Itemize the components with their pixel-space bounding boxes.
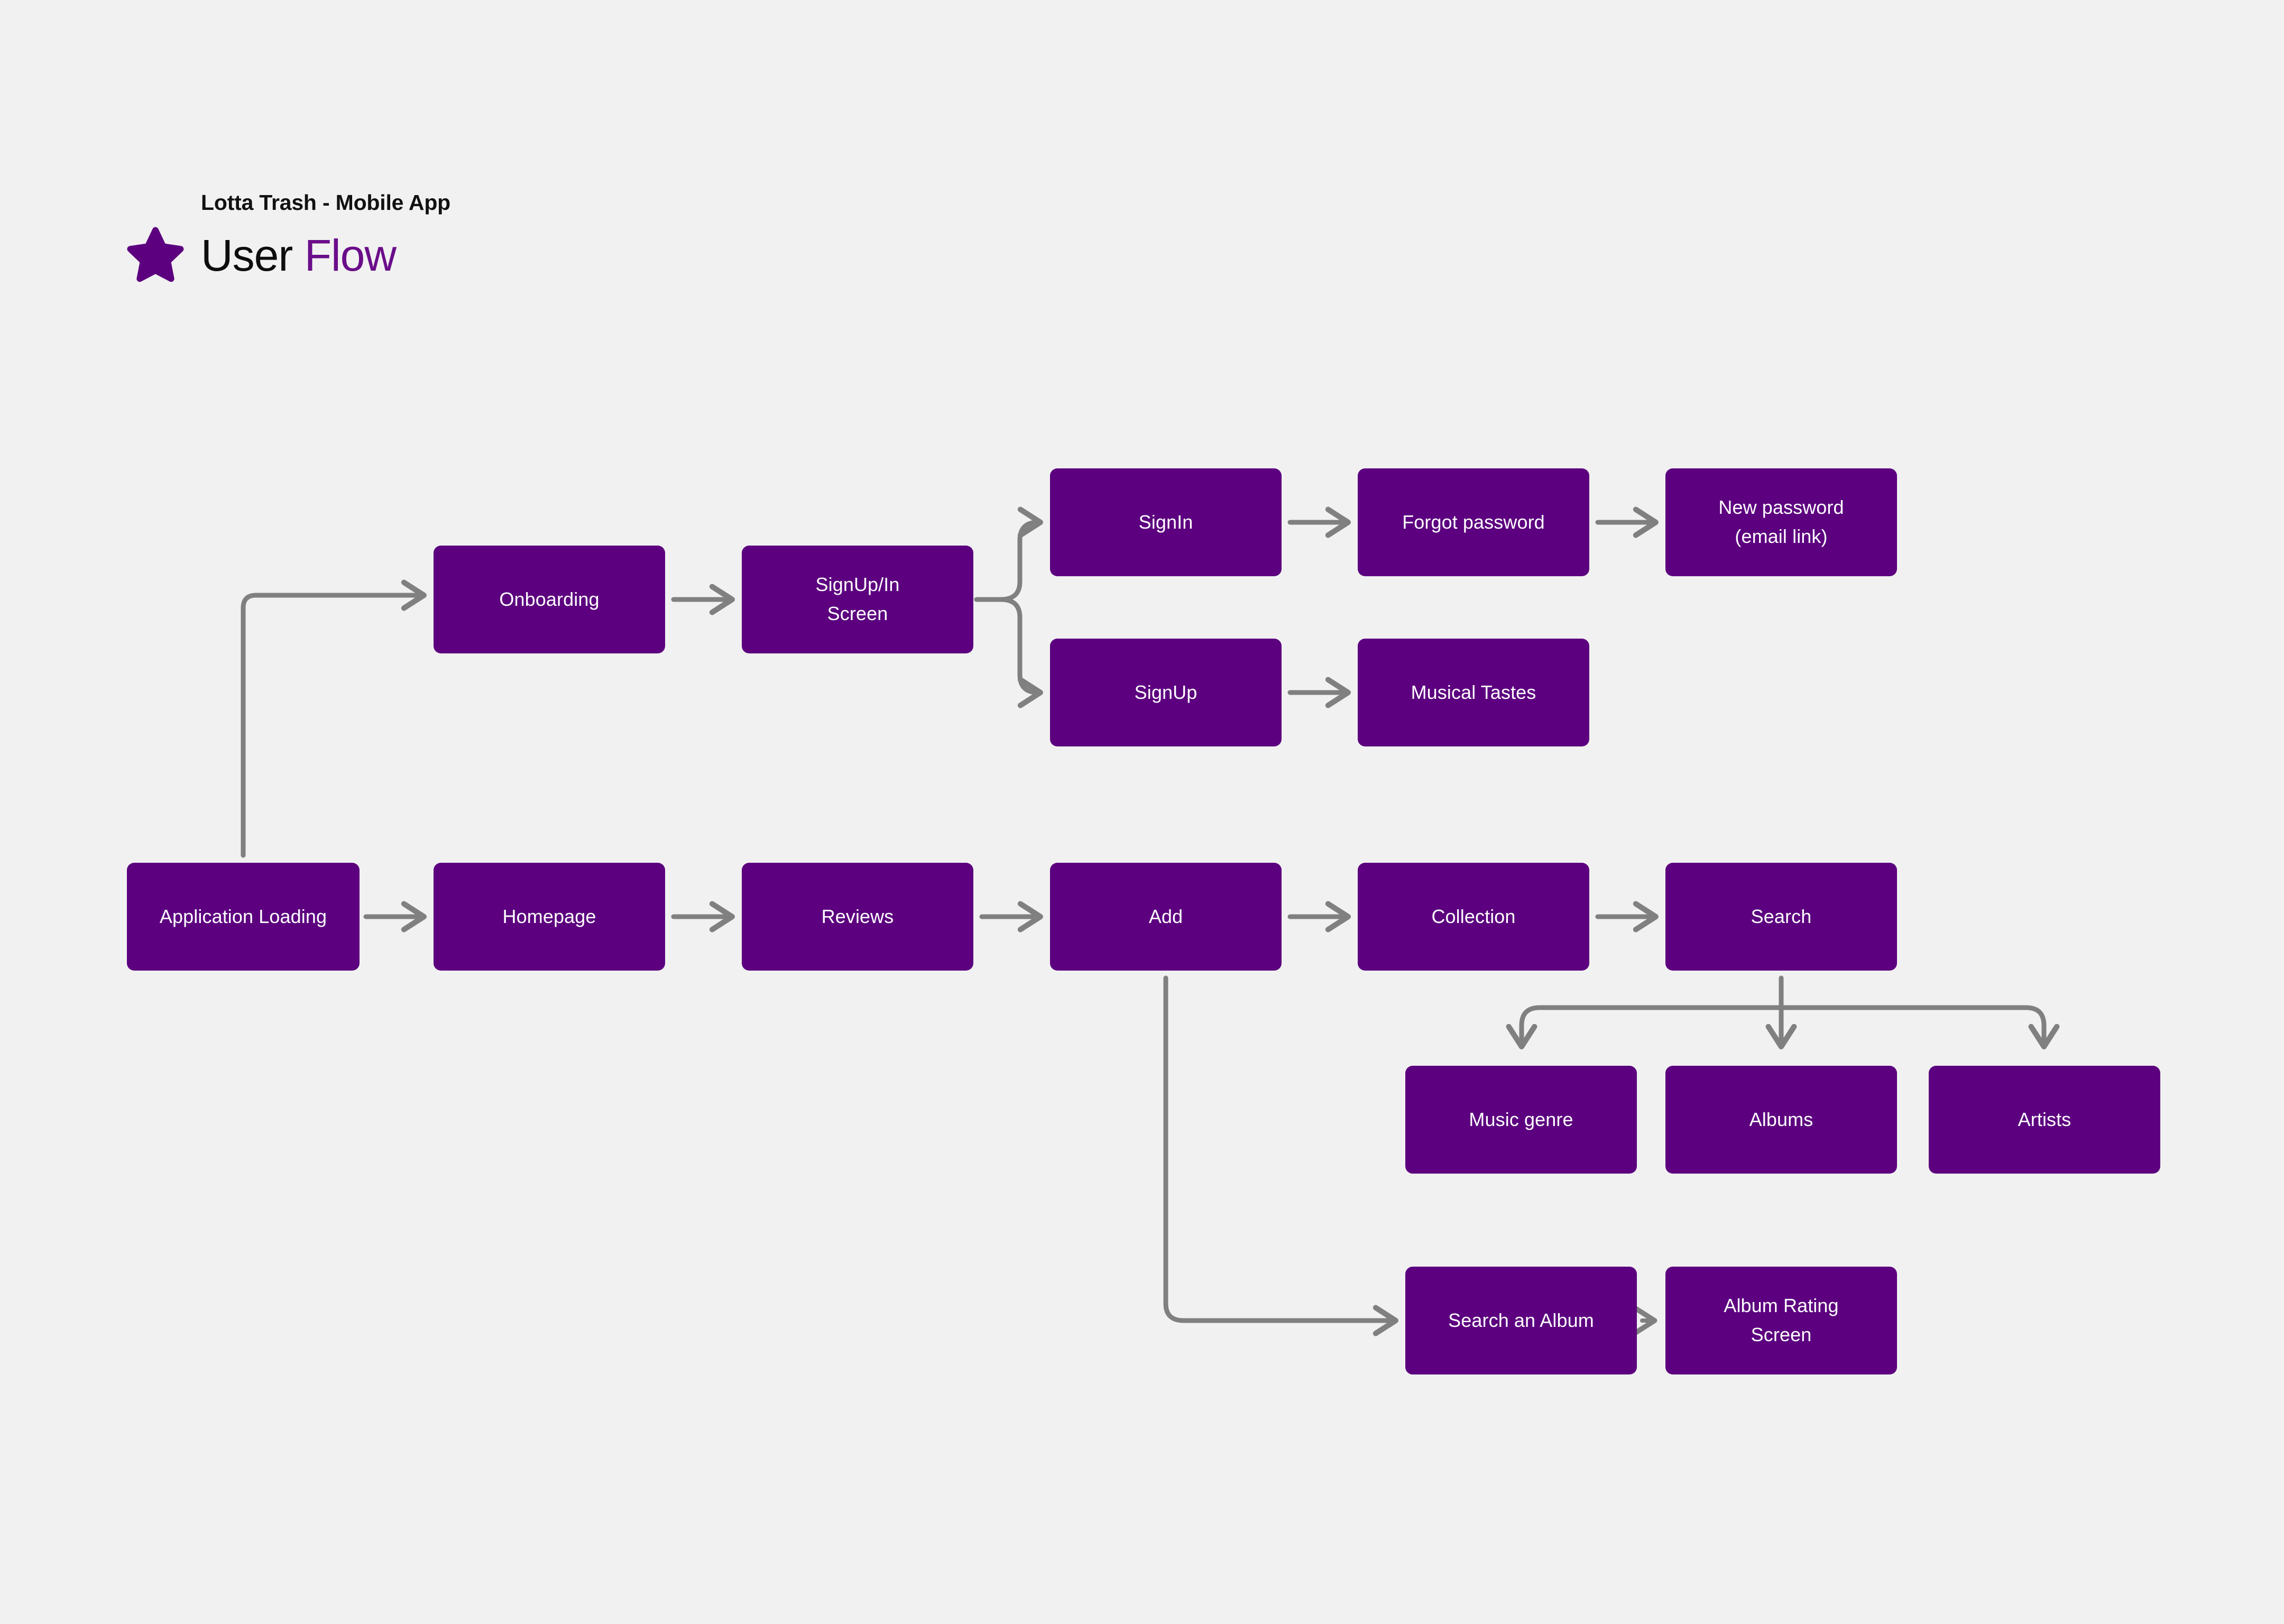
node-label: Artists [2018, 1108, 2071, 1130]
node-label: SignUp/In Screen [815, 574, 900, 624]
node-label: Homepage [502, 905, 596, 927]
node-label: Music genre [1469, 1108, 1573, 1130]
page-title: User Flow [127, 227, 450, 284]
node-label: Album Rating Screen [1724, 1295, 1839, 1345]
node-album-rating-screen[interactable]: Album Rating Screen [1665, 1267, 1897, 1374]
node-signup-in-screen[interactable]: SignUp/In Screen [742, 546, 973, 653]
node-music-genre[interactable]: Music genre [1405, 1066, 1637, 1174]
edge-signup-in-screen-signup [974, 597, 1043, 708]
star-icon [127, 227, 184, 282]
node-label: Search [1751, 905, 1812, 927]
node-new-password[interactable]: New password (email link) [1665, 468, 1897, 576]
node-label: New password (email link) [1718, 496, 1844, 547]
node-label: Reviews [821, 905, 894, 927]
node-signup[interactable]: SignUp [1050, 639, 1282, 746]
edge-signup-in-screen-signin [974, 506, 1043, 602]
node-label: SignUp [1134, 681, 1198, 703]
node-label: Musical Tastes [1411, 681, 1536, 703]
node-application-loading[interactable]: Application Loading [127, 863, 360, 971]
node-add[interactable]: Add [1050, 863, 1282, 971]
edge-add-search-an-album [1163, 975, 1398, 1336]
node-search-an-album[interactable]: Search an Album [1405, 1267, 1637, 1374]
node-onboarding[interactable]: Onboarding [434, 546, 665, 653]
node-search[interactable]: Search [1665, 863, 1897, 971]
node-signin[interactable]: SignIn [1050, 468, 1282, 576]
node-forgot-password[interactable]: Forgot password [1358, 468, 1589, 576]
edge-search-artists [1779, 1005, 2060, 1049]
diagram-header: Lotta Trash - Mobile App User Flow [127, 190, 450, 284]
project-subtitle: Lotta Trash - Mobile App [201, 190, 451, 215]
node-label: Albums [1749, 1108, 1813, 1130]
node-reviews[interactable]: Reviews [742, 863, 973, 971]
node-homepage[interactable]: Homepage [434, 863, 665, 971]
page-title-text: User Flow [201, 230, 397, 280]
node-label: Search an Album [1448, 1309, 1594, 1331]
node-label: Add [1148, 905, 1183, 927]
node-albums[interactable]: Albums [1665, 1066, 1897, 1174]
node-collection[interactable]: Collection [1358, 863, 1589, 971]
node-label: Collection [1431, 905, 1516, 927]
node-label: SignIn [1138, 511, 1193, 533]
node-label: Application Loading [159, 905, 327, 927]
title-word-user: User [201, 230, 293, 280]
edge-application-loading-onboarding [241, 579, 427, 858]
node-musical-tastes[interactable]: Musical Tastes [1358, 639, 1589, 746]
node-label: Onboarding [499, 588, 600, 610]
edge-search-music-genre [1506, 1005, 1784, 1049]
node-artists[interactable]: Artists [1929, 1066, 2160, 1174]
title-word-flow: Flow [304, 230, 397, 280]
node-label: Forgot password [1402, 511, 1545, 533]
